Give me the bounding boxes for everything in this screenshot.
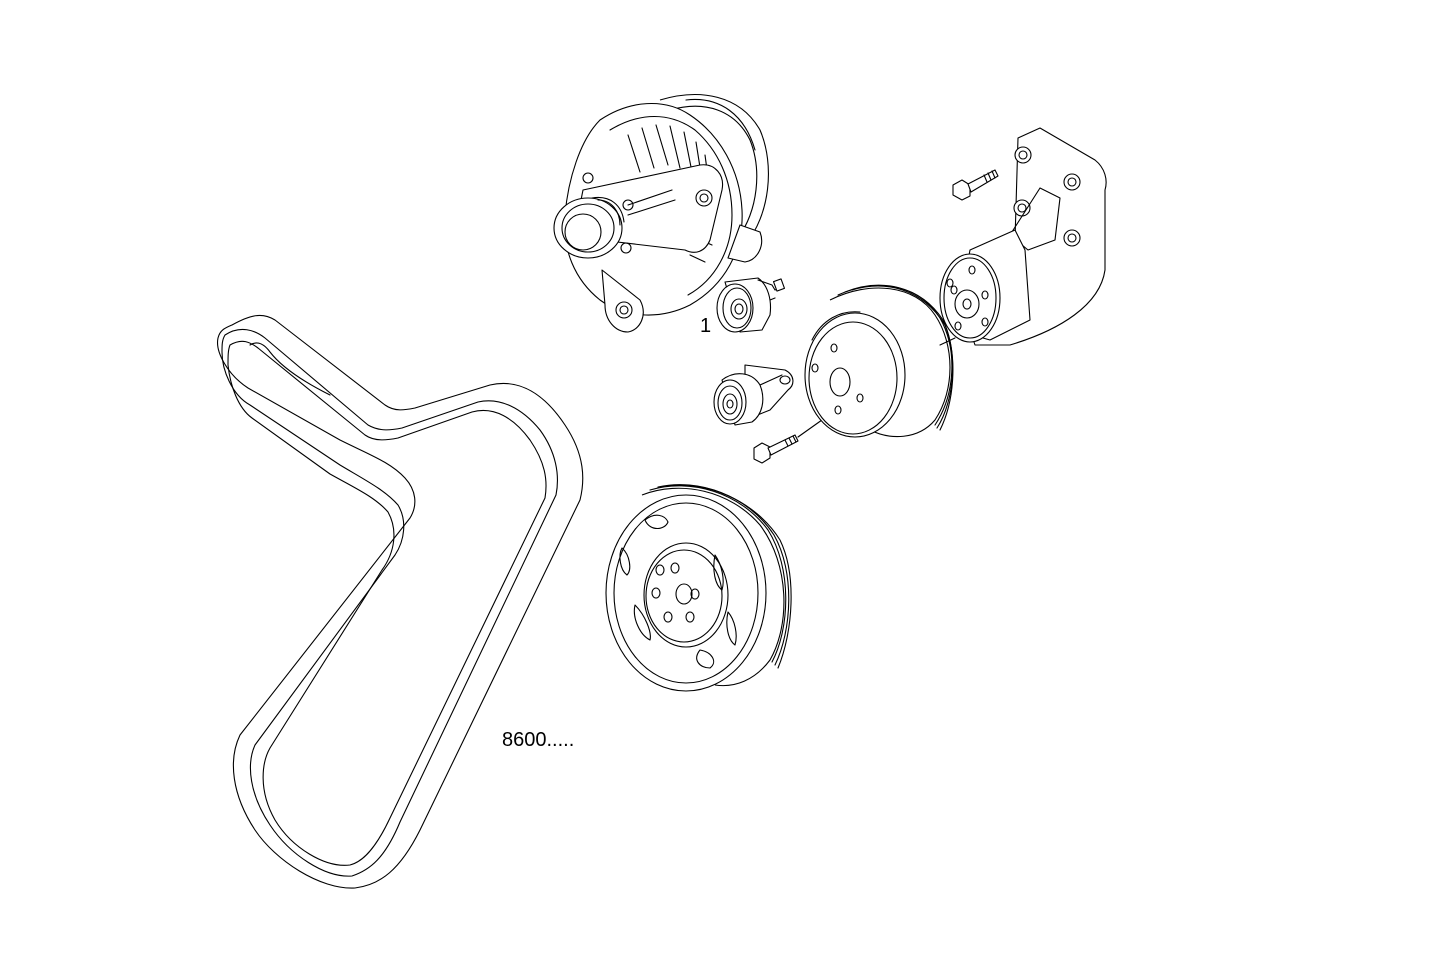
fan-pulley	[804, 284, 956, 438]
idler-pulley	[716, 277, 786, 333]
callout-8600-label: 8600.....	[502, 729, 575, 751]
tensioner-bolt	[753, 409, 837, 464]
belt-tensioner	[713, 364, 794, 426]
callout-1-label: 1	[700, 315, 712, 337]
fan-hub-bracket	[939, 127, 1107, 346]
bracket-bolt	[952, 169, 999, 201]
crankshaft-pulley	[605, 484, 792, 692]
poly-v-belt	[217, 314, 584, 889]
alternator	[553, 94, 769, 333]
